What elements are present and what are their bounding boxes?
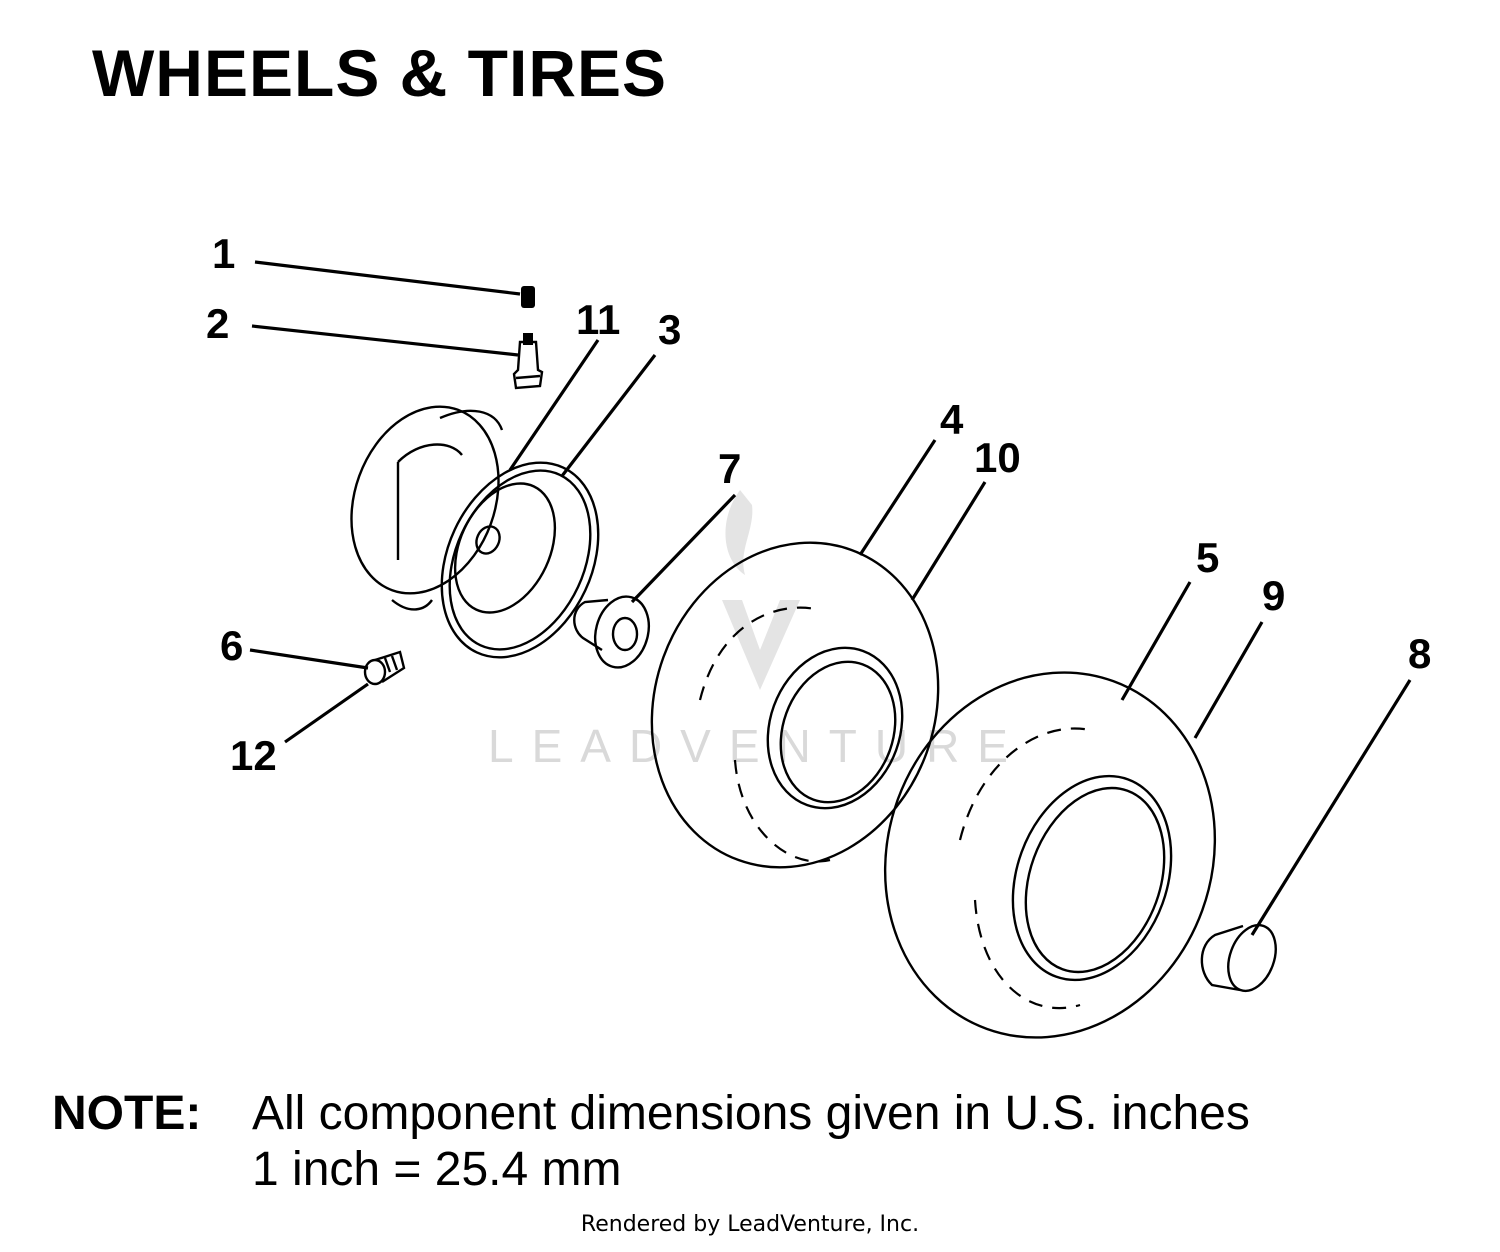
bushing	[573, 595, 650, 669]
page-title: WHEELS & TIRES	[92, 36, 668, 110]
callout-2: 2	[206, 300, 229, 347]
leader-lines	[249, 260, 1412, 936]
wheel-cap	[1200, 923, 1277, 993]
callout-numbers: 1 2 3 4 5 6 7 8 9 10 11 12	[206, 230, 1431, 779]
watermark-text: LEADVENTURE	[488, 720, 1026, 772]
wheel-rim	[350, 405, 600, 659]
callout-1: 1	[212, 230, 235, 277]
callout-6: 6	[220, 622, 243, 669]
callout-7: 7	[718, 445, 741, 492]
watermark: LEADVENTURE	[488, 490, 1026, 772]
valve-stem	[512, 333, 544, 390]
callout-11: 11	[576, 296, 620, 343]
valve-cap	[521, 286, 535, 308]
callout-8: 8	[1408, 630, 1431, 677]
rear-tire	[883, 671, 1217, 1039]
callout-10: 10	[974, 434, 1021, 481]
wheel-bolt	[363, 650, 406, 686]
note-line-1: All component dimensions given in U.S. i…	[252, 1087, 1250, 1140]
callout-12: 12	[230, 732, 277, 779]
callout-9: 9	[1262, 572, 1285, 619]
front-tire	[650, 541, 940, 869]
callout-5: 5	[1196, 534, 1219, 581]
footer-credit: Rendered by LeadVenture, Inc.	[580, 1212, 920, 1237]
note-line-2: 1 inch = 25.4 mm	[252, 1143, 622, 1196]
note-label: NOTE:	[52, 1087, 202, 1140]
callout-4: 4	[940, 396, 964, 443]
callout-3: 3	[658, 306, 681, 353]
